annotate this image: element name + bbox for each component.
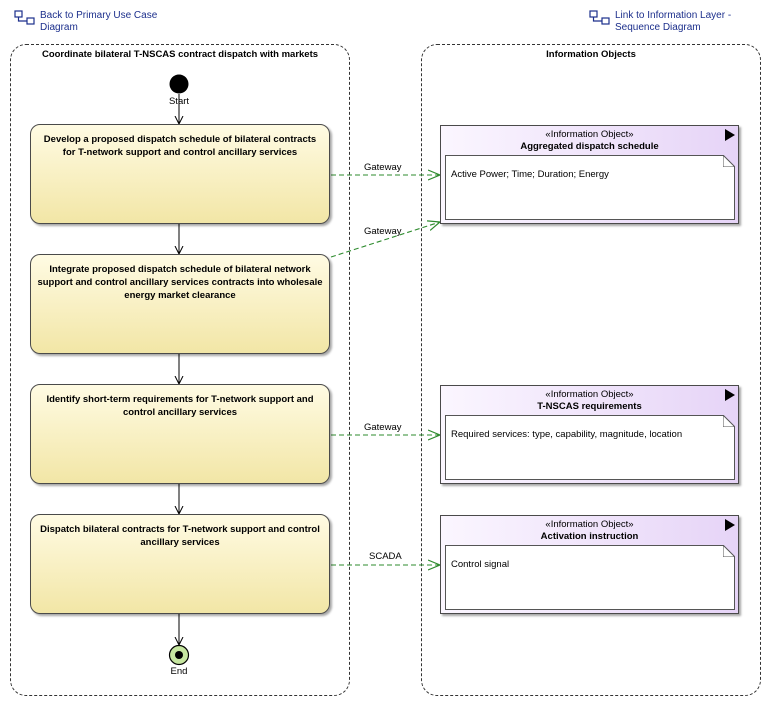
activity-develop-dispatch-schedule[interactable]: Develop a proposed dispatch schedule of …: [30, 124, 330, 224]
end-node-inner: [175, 651, 183, 659]
info-object-aggregated-dispatch-schedule[interactable]: «Information Object» Aggregated dispatch…: [440, 125, 739, 224]
object-name: Aggregated dispatch schedule: [520, 141, 659, 152]
activity-dispatch-contracts[interactable]: Dispatch bilateral contracts for T-netwo…: [30, 514, 330, 614]
connector-label-2: Gateway: [364, 226, 402, 237]
info-flow-2: [330, 222, 440, 258]
object-attributes-note: Active Power; Time; Duration; Energy: [445, 155, 735, 220]
object-attributes-note: Required services: type, capability, mag…: [445, 415, 735, 480]
expand-triangle-icon: [725, 389, 735, 401]
info-object-tnscas-requirements[interactable]: «Information Object» T-NSCAS requirement…: [440, 385, 739, 484]
start-label: Start: [168, 96, 190, 107]
object-name: T-NSCAS requirements: [537, 401, 642, 412]
object-name: Activation instruction: [540, 531, 639, 542]
expand-triangle-icon: [725, 129, 735, 141]
process-lane-title: Coordinate bilateral T-NSCAS contract di…: [41, 49, 319, 60]
connector-label-3: Gateway: [364, 422, 402, 433]
info-object-activation-instruction[interactable]: «Information Object» Activation instruct…: [440, 515, 739, 614]
information-objects-lane-title: Information Objects: [546, 49, 636, 60]
start-node: [169, 74, 189, 94]
end-label: End: [170, 666, 188, 677]
activity-identify-requirements[interactable]: Identify short-term requirements for T-n…: [30, 384, 330, 484]
object-stereotype: «Information Object»: [545, 519, 634, 530]
note-fold-icon: [723, 155, 735, 167]
object-attributes-note: Control signal: [445, 545, 735, 610]
connector-label-4: SCADA: [369, 551, 402, 562]
back-link-line2: Diagram: [40, 22, 78, 33]
info-link-line1: Link to Information Layer -: [615, 10, 732, 21]
object-stereotype: «Information Object»: [545, 129, 634, 140]
note-fold-icon: [723, 415, 735, 427]
info-link-line2: Sequence Diagram: [615, 22, 701, 33]
information-layer-link[interactable]: Link to Information Layer - Sequence Dia…: [589, 10, 731, 34]
object-stereotype: «Information Object»: [545, 389, 634, 400]
diagram-link-icon: [14, 10, 35, 25]
diagram-link-icon: [589, 10, 610, 25]
note-fold-icon: [723, 545, 735, 557]
activity-integrate-dispatch-schedule[interactable]: Integrate proposed dispatch schedule of …: [30, 254, 330, 354]
back-to-primary-use-case-link[interactable]: Back to Primary Use Case Diagram: [14, 10, 157, 34]
expand-triangle-icon: [725, 519, 735, 531]
information-objects-lane: Information Objects: [421, 44, 761, 696]
back-link-line1: Back to Primary Use Case: [40, 10, 158, 21]
process-lane: Coordinate bilateral T-NSCAS contract di…: [10, 44, 350, 696]
connector-label-1: Gateway: [364, 162, 402, 173]
